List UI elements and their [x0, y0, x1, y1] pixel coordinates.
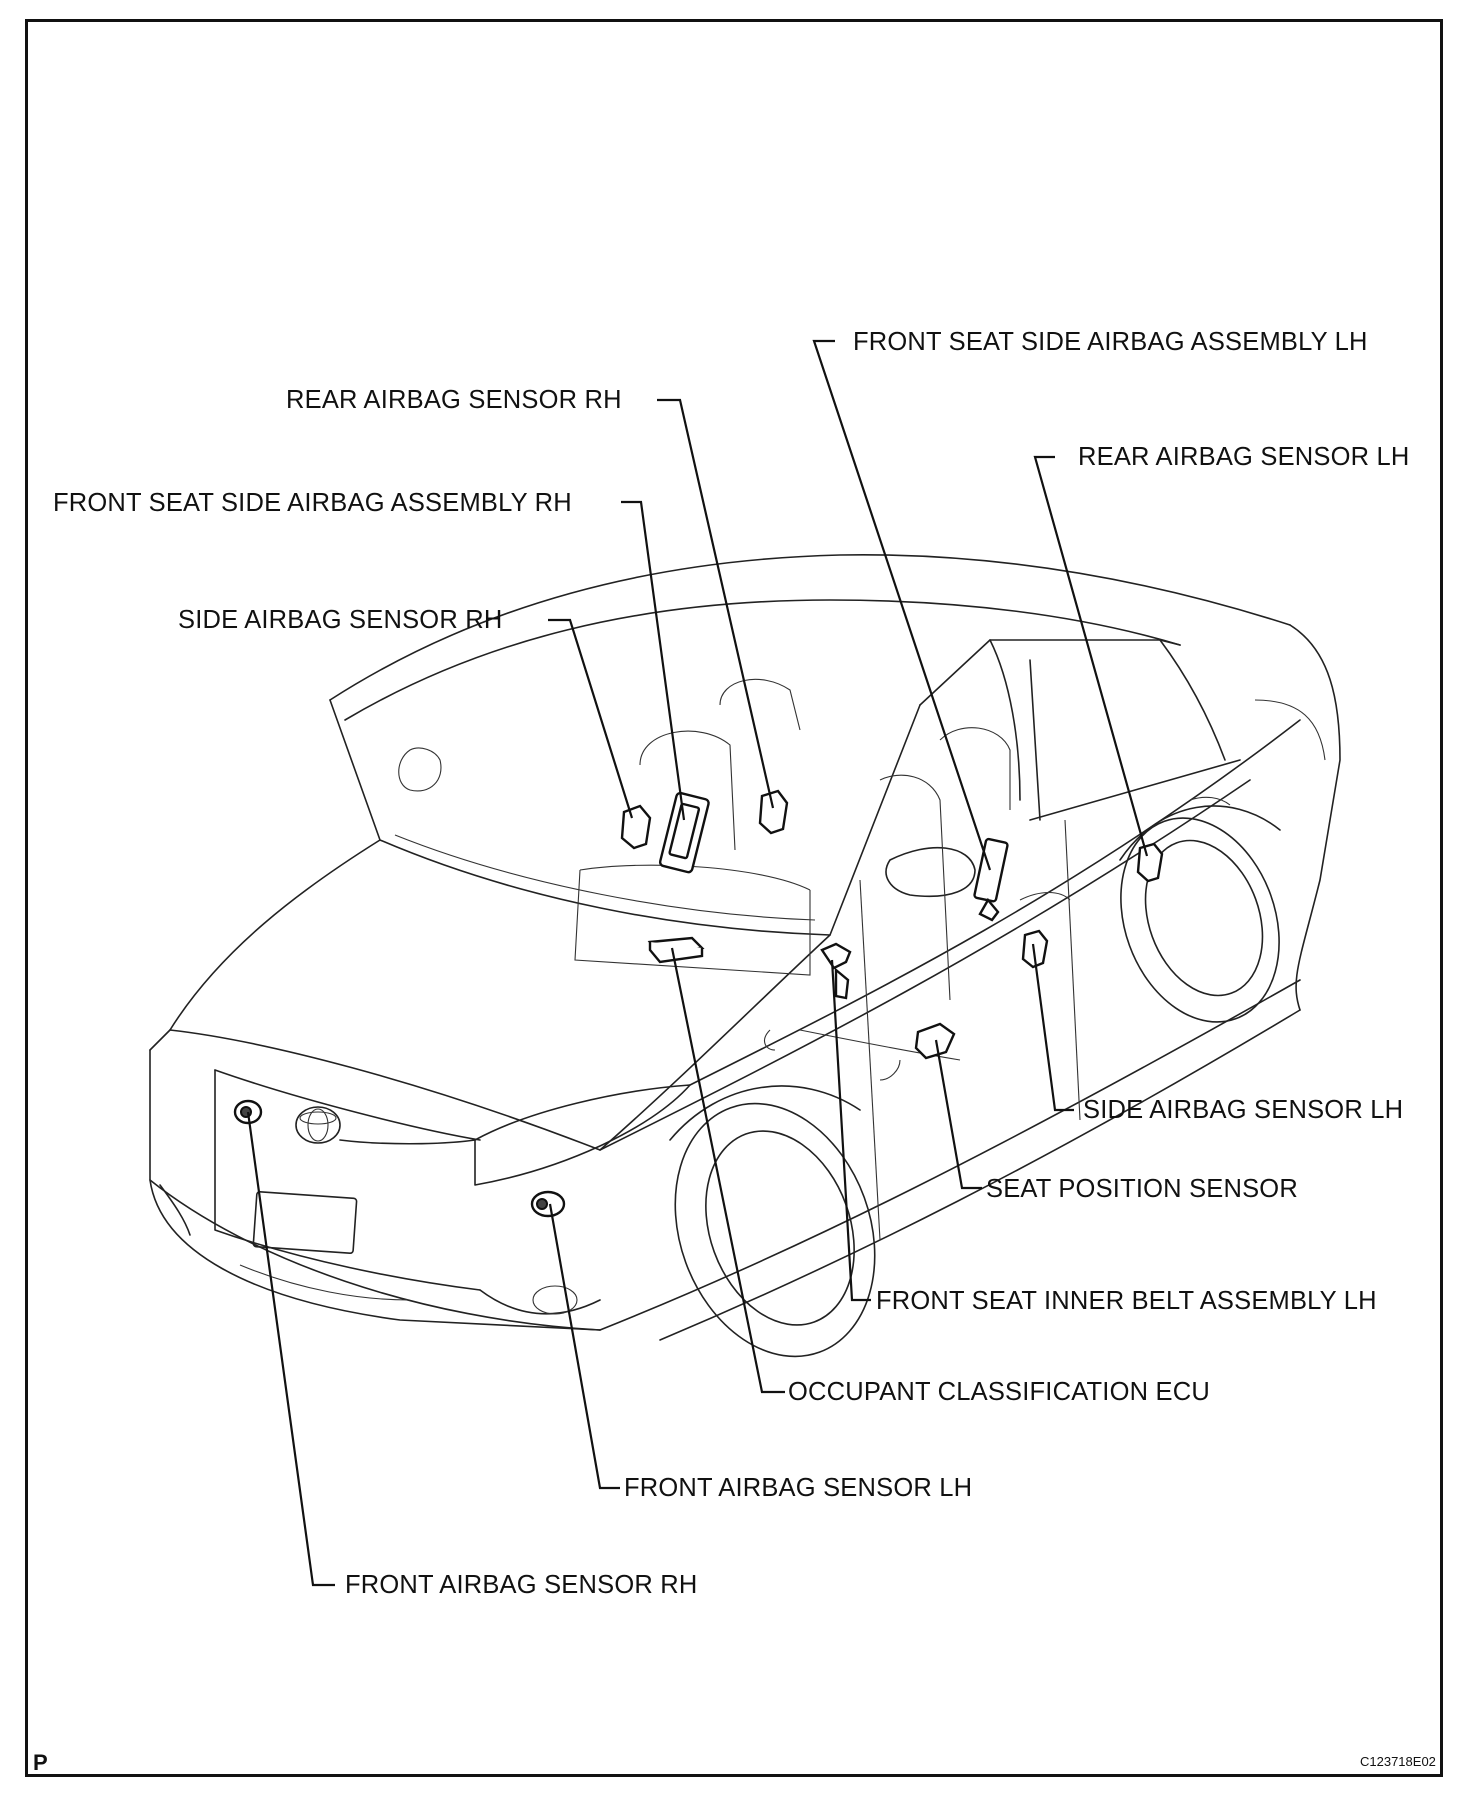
leader-side-airbag-sensor-rh: [548, 618, 634, 819]
leader-front-airbag-sensor-lh: [548, 1203, 620, 1490]
component-markers: [233, 789, 1164, 1218]
label-front-airbag-sensor-rh: FRONT AIRBAG SENSOR RH: [345, 1571, 698, 1599]
label-rear-airbag-sensor-rh: REAR AIRBAG SENSOR RH: [286, 386, 622, 414]
label-side-airbag-sensor-lh: SIDE AIRBAG SENSOR LH: [1083, 1096, 1404, 1124]
leader-seat-position-sensor: [934, 1039, 982, 1190]
leader-front-airbag-sensor-rh: [246, 1111, 335, 1587]
leader-front-seat-side-airbag-lh: [812, 339, 992, 871]
label-rear-airbag-sensor-lh: REAR AIRBAG SENSOR LH: [1078, 443, 1410, 471]
corner-mark: P: [33, 1750, 48, 1775]
leader-rear-airbag-sensor-rh: [657, 398, 775, 809]
rear-airbag-sensor-lh-part: [1136, 842, 1164, 883]
leader-rear-airbag-sensor-lh: [1033, 455, 1149, 857]
label-side-airbag-sensor-rh: SIDE AIRBAG SENSOR RH: [178, 606, 503, 634]
leader-lines: [246, 339, 1149, 1587]
front-seat-side-airbag-lh-part: [973, 837, 1009, 903]
seat-position-sensor-part: [914, 1022, 956, 1060]
side-airbag-sensor-lh-part: [1021, 929, 1049, 969]
car-body: [149, 553, 1341, 1358]
rear-airbag-sensor-rh-part: [758, 789, 789, 835]
label-front-airbag-sensor-lh: FRONT AIRBAG SENSOR LH: [624, 1474, 973, 1502]
leader-front-seat-inner-belt-lh: [830, 959, 871, 1302]
label-front-seat-inner-belt-lh: FRONT SEAT INNER BELT ASSEMBLY LH: [876, 1287, 1377, 1315]
front-seat-inner-belt-lh-part: [820, 942, 852, 970]
figure-code: C123718E02: [1360, 1754, 1436, 1769]
label-front-seat-side-airbag-rh: FRONT SEAT SIDE AIRBAG ASSEMBLY RH: [53, 489, 572, 517]
label-seat-position-sensor: SEAT POSITION SENSOR: [986, 1175, 1298, 1203]
side-airbag-sensor-rh-part: [620, 804, 652, 850]
leader-front-seat-side-airbag-rh: [621, 500, 686, 821]
label-occupant-classification-ecu: OCCUPANT CLASSIFICATION ECU: [788, 1378, 1210, 1406]
leader-occupant-classification-ecu: [670, 947, 785, 1394]
leader-side-airbag-sensor-lh: [1031, 943, 1074, 1112]
figure-frame: [25, 19, 1443, 1777]
label-front-seat-side-airbag-lh: FRONT SEAT SIDE AIRBAG ASSEMBLY LH: [853, 328, 1368, 356]
